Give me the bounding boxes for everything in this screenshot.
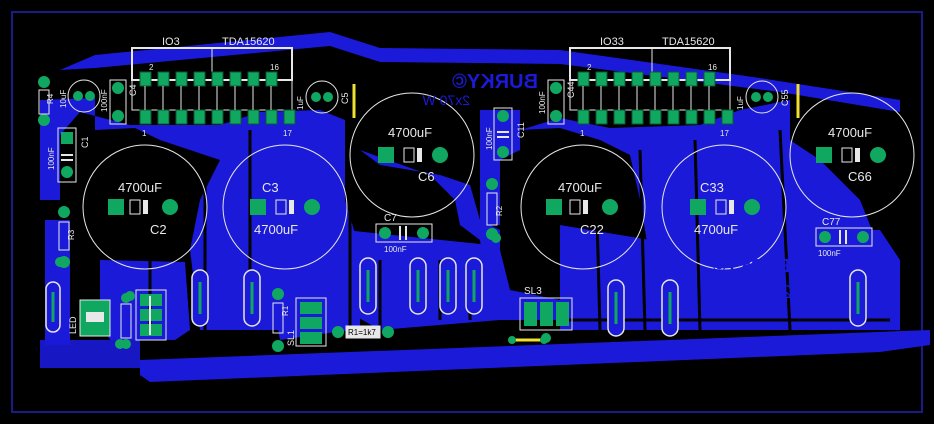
cap-c7: C7 100nF [375, 213, 433, 254]
cap-c6: 4700uF C6 [349, 92, 475, 218]
connector-sl1: SL1 [286, 297, 327, 347]
brand-top: BURKY© [452, 71, 538, 93]
resistor-r1: R1 [272, 288, 290, 352]
resistor-r3: R3 [58, 206, 76, 268]
power-top: 2x70 W [422, 92, 470, 108]
cap-c4: C4 100nF [100, 79, 138, 125]
c3-label: C3 [262, 180, 279, 195]
connector-left [135, 289, 167, 341]
c7-value: 100nF [384, 245, 407, 254]
c77-value: 100nF [818, 249, 841, 258]
ic-io33: IO33 TDA15620 2 16 1 17 [569, 36, 734, 138]
connector-sl3: SL3 [519, 286, 573, 331]
ic2-part: TDA15620 [662, 36, 715, 48]
c55-value: 1uF [736, 96, 745, 110]
cin-value: 10uF [59, 90, 68, 108]
r1-label: R1 [281, 305, 290, 316]
resistor-r4: R4 [38, 76, 55, 126]
c1-label: C1 [80, 136, 90, 148]
c22-label: C22 [580, 222, 604, 237]
ic2-pin1: 1 [580, 129, 585, 138]
c3-value: 4700uF [254, 222, 298, 237]
c66-label: C66 [848, 169, 872, 184]
cap-c33: C33 4700uF [661, 144, 787, 270]
cap-c3: C3 4700uF [222, 144, 348, 270]
c55-label: C55 [780, 89, 790, 106]
board-outline [11, 11, 923, 413]
c1-value: 100nF [47, 147, 56, 170]
c7-label: C7 [384, 213, 397, 224]
c44-value: 100nF [538, 91, 547, 114]
c22-value: 4700uF [558, 180, 602, 195]
ic1-name: IO3 [162, 36, 180, 48]
c11-value: 100nF [485, 127, 494, 150]
resistor-r1k7: R1=1k7 [332, 325, 394, 339]
c2-label: C2 [150, 222, 167, 237]
brand-right: BURKY© [713, 256, 790, 276]
c4-value: 100nF [100, 89, 109, 112]
c5-label: C5 [340, 92, 350, 104]
c44-label: C44 [566, 81, 576, 98]
cap-c1: C1 100nF [47, 127, 90, 183]
slot-pads [45, 257, 867, 337]
cap-c44: C44 100nF [538, 79, 576, 125]
c11-label: C11 [516, 122, 526, 138]
led-block: LED [68, 299, 111, 337]
cap-input: 10uF [59, 79, 101, 113]
sl1-label: SL1 [286, 330, 296, 346]
sl3-label: SL3 [524, 286, 542, 297]
cap-c22: 4700uF C22 [520, 144, 646, 270]
cap-c77: C77 100nF [815, 217, 873, 258]
c33-label: C33 [700, 180, 724, 195]
r1k-label: R1=1k7 [348, 328, 376, 337]
c2-value: 4700uF [118, 180, 162, 195]
ic2-pin17: 17 [720, 129, 729, 138]
r4-label: R4 [46, 93, 55, 104]
ic1-pin17: 17 [283, 129, 292, 138]
branding: BURKY© 2x70 W BURKY© 2x70 W [422, 71, 792, 302]
ic1-part: TDA15620 [222, 36, 275, 48]
ic-io3: IO3 TDA15620 2 16 1 17 [131, 36, 296, 138]
ic1-pin2: 2 [149, 63, 154, 72]
copper-layer [40, 32, 930, 382]
led-label: LED [68, 316, 78, 334]
r2-label: R2 [495, 205, 504, 216]
cap-c2: 4700uF C2 [82, 144, 208, 270]
cap-c55: C55 1uF [736, 80, 800, 118]
ic1-pin1: 1 [142, 129, 147, 138]
c77-label: C77 [822, 217, 841, 228]
vias [55, 233, 551, 349]
ic1-pin16: 16 [270, 63, 279, 72]
cap-c66: 4700uF C66 [789, 92, 915, 218]
cap-c11: C11 100nF [485, 107, 526, 161]
r3-label: R3 [67, 229, 76, 240]
cap-c5: C5 1uF [296, 80, 356, 118]
c4-label: C4 [128, 84, 138, 96]
ic2-pin16: 16 [708, 63, 717, 72]
c33-value: 4700uF [694, 222, 738, 237]
slot-pad-centers [51, 270, 860, 324]
c6-label: C6 [418, 169, 435, 184]
c5-value: 1uF [296, 96, 305, 110]
c6-value: 4700uF [388, 125, 432, 140]
ic2-pin2: 2 [587, 63, 592, 72]
ic2-name: IO33 [600, 36, 624, 48]
c66-value: 4700uF [828, 125, 872, 140]
power-right: 2x70 W [731, 282, 792, 302]
